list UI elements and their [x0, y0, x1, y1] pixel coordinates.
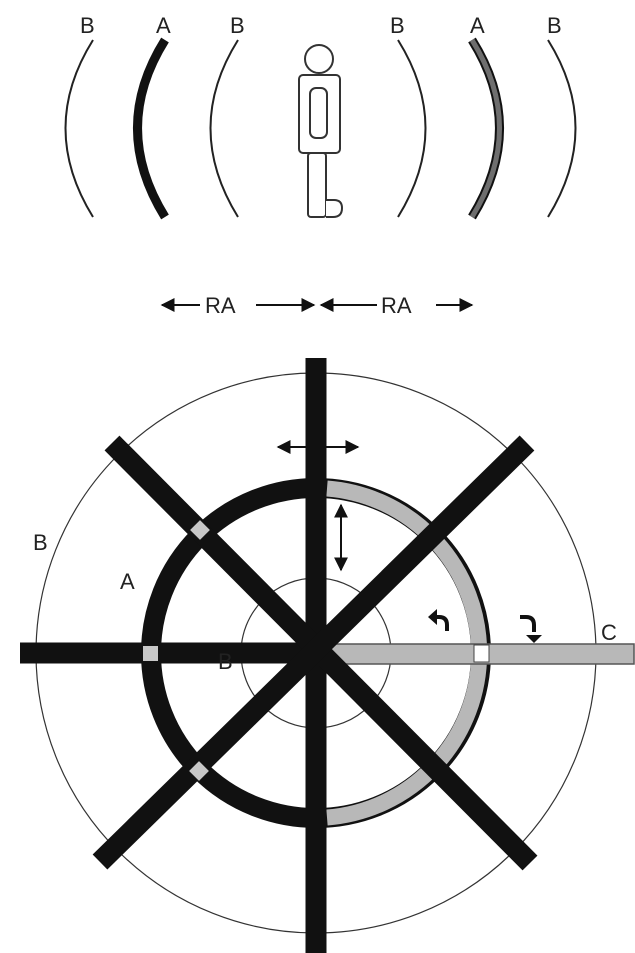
- ra-label-right: RA: [381, 293, 412, 318]
- arc-label-right-a: A: [470, 13, 485, 38]
- right-outer-arc-b: [548, 40, 576, 217]
- arc-label-left-inner-b: B: [230, 13, 245, 38]
- arc-label-left-a: A: [156, 13, 171, 38]
- inner-ring-label-b: B: [218, 649, 233, 674]
- left-inner-arc-b: [211, 40, 239, 217]
- top-figure: B A B B A B RA RA: [66, 13, 576, 318]
- curved-arrow-right-icon: [520, 617, 542, 643]
- curved-arrow-left-icon: [428, 609, 447, 631]
- left-outer-arc-b: [66, 40, 94, 217]
- bottom-figure: B A B C: [20, 358, 634, 953]
- arc-label-right-inner-b: B: [390, 13, 405, 38]
- joint-left: [143, 646, 158, 661]
- middle-ring-label-a: A: [120, 569, 135, 594]
- ra-arrows: RA RA: [162, 293, 472, 318]
- joint-right-white: [474, 645, 489, 662]
- person-icon: [299, 45, 342, 217]
- outer-ring-label-b: B: [33, 530, 48, 555]
- left-arc-a: [138, 40, 166, 217]
- right-inner-arc-b: [398, 40, 426, 217]
- arc-label-left-outer-b: B: [80, 13, 95, 38]
- arc-label-right-outer-b: B: [547, 13, 562, 38]
- right-bar-label-c: C: [601, 620, 617, 645]
- ra-label-left: RA: [205, 293, 236, 318]
